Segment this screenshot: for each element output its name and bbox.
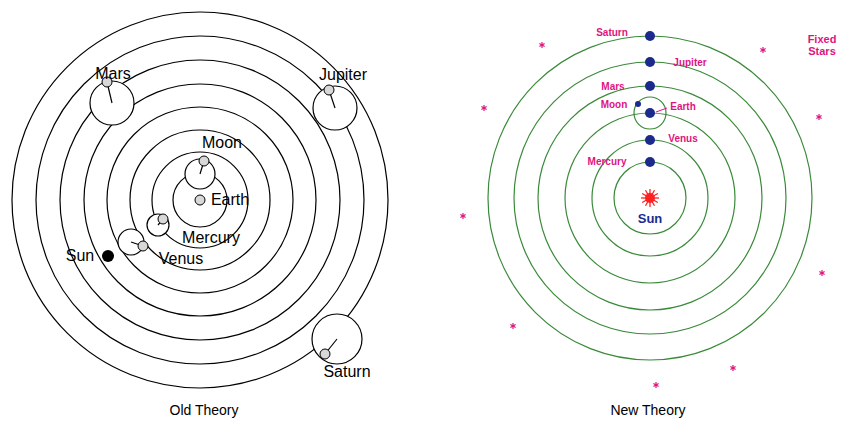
diagram-caption: New Theory bbox=[610, 403, 685, 418]
sun-label: Sun bbox=[638, 212, 663, 226]
planet-label: Sun bbox=[66, 247, 94, 265]
planet-label: Mercury bbox=[182, 229, 240, 247]
epicycle bbox=[147, 214, 169, 236]
planet-label: Venus bbox=[159, 250, 203, 268]
fixed-star bbox=[816, 116, 821, 119]
fixed-star bbox=[653, 384, 658, 387]
fixed-star bbox=[760, 49, 765, 52]
epicycle bbox=[90, 81, 134, 125]
planet-orbit bbox=[488, 36, 812, 360]
planet-label: Mars bbox=[601, 81, 624, 92]
planet-dot bbox=[138, 241, 148, 251]
fixed-star bbox=[816, 116, 821, 119]
fixed-star bbox=[819, 272, 824, 275]
fixed-star bbox=[510, 325, 515, 328]
planet-dot bbox=[158, 214, 168, 224]
planet-dot bbox=[645, 31, 655, 41]
diagram-caption: Old Theory bbox=[170, 403, 239, 418]
planet-dot bbox=[645, 135, 655, 145]
fixed-star bbox=[460, 215, 465, 218]
sun-dot bbox=[102, 250, 114, 262]
planet-dot bbox=[199, 156, 209, 166]
fixed-stars-label: Fixed Stars bbox=[800, 33, 844, 57]
planet-label: Saturn bbox=[596, 27, 628, 38]
planet-label: Mercury bbox=[588, 156, 627, 167]
fixed-star bbox=[460, 215, 465, 218]
fixed-star bbox=[539, 44, 544, 47]
planet-dot bbox=[320, 349, 330, 359]
epicycle bbox=[313, 86, 357, 130]
orbit-ring bbox=[60, 60, 340, 340]
fixed-star bbox=[481, 107, 486, 110]
planet-label: Jupiter bbox=[319, 66, 367, 84]
planet-label: Saturn bbox=[323, 363, 370, 381]
moon-orbit bbox=[634, 97, 666, 129]
planet-label: Earth bbox=[211, 191, 249, 209]
planet-orbit bbox=[565, 113, 735, 283]
fixed-star bbox=[510, 325, 515, 328]
fixed-star bbox=[653, 384, 658, 387]
planet-orbit bbox=[514, 62, 786, 334]
planet-orbit bbox=[614, 162, 686, 234]
orbit-ring bbox=[107, 107, 293, 293]
planet-orbit bbox=[538, 86, 762, 310]
planet-dot bbox=[645, 157, 655, 167]
fixed-star bbox=[819, 272, 824, 275]
orbit-ring bbox=[130, 130, 270, 270]
planet-dot bbox=[645, 81, 655, 91]
planet-label: Mars bbox=[95, 65, 131, 83]
planet-label: Venus bbox=[668, 133, 697, 144]
moon-dot bbox=[635, 101, 641, 107]
planet-dot bbox=[324, 85, 334, 95]
planet-label: Jupiter bbox=[673, 57, 706, 68]
planet-label: Moon bbox=[202, 134, 242, 152]
fixed-star bbox=[539, 44, 544, 47]
fixed-star bbox=[481, 107, 486, 110]
fixed-star bbox=[760, 49, 765, 52]
earth-dot bbox=[195, 195, 205, 205]
planet-dot bbox=[645, 108, 655, 118]
fixed-star bbox=[730, 367, 735, 370]
orbit-ring bbox=[12, 12, 388, 388]
epicycle bbox=[312, 314, 362, 364]
planet-label: Earth bbox=[670, 101, 696, 112]
planet-dot bbox=[645, 57, 655, 67]
orbit-ring bbox=[36, 36, 364, 364]
planet-label: Moon bbox=[601, 99, 628, 110]
sun-disc bbox=[645, 193, 655, 203]
fixed-star bbox=[730, 367, 735, 370]
leader-line bbox=[656, 108, 667, 112]
